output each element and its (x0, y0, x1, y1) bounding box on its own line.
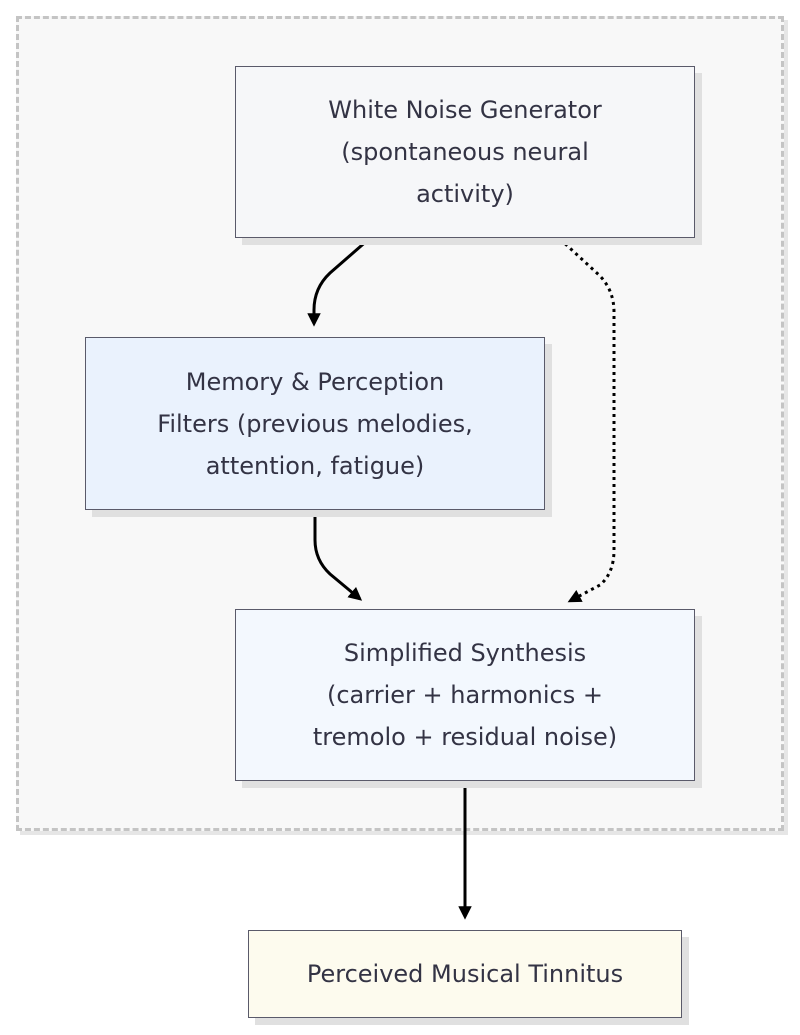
edge-noise-to-memory (307, 237, 370, 327)
node-memory-perception-filters: Memory & Perception Filters (previous me… (85, 337, 545, 510)
edge-memory-to-synthesis (313, 511, 363, 601)
node-white-noise-label: White Noise Generator (spontaneous neura… (328, 96, 602, 208)
node-memory-filters-label: Memory & Perception Filters (previous me… (157, 367, 473, 480)
node-white-noise-generator: White Noise Generator (spontaneous neura… (235, 66, 695, 238)
node-synthesis-label: Simplified Synthesis (carrier + harmonic… (312, 639, 618, 751)
edge-noise-to-synthesis (558, 237, 616, 603)
node-perceived-musical-tinnitus: Perceived Musical Tinnitus (248, 930, 682, 1018)
node-tinnitus-label: Perceived Musical Tinnitus (306, 960, 624, 988)
node-simplified-synthesis: Simplified Synthesis (carrier + harmonic… (235, 609, 695, 781)
